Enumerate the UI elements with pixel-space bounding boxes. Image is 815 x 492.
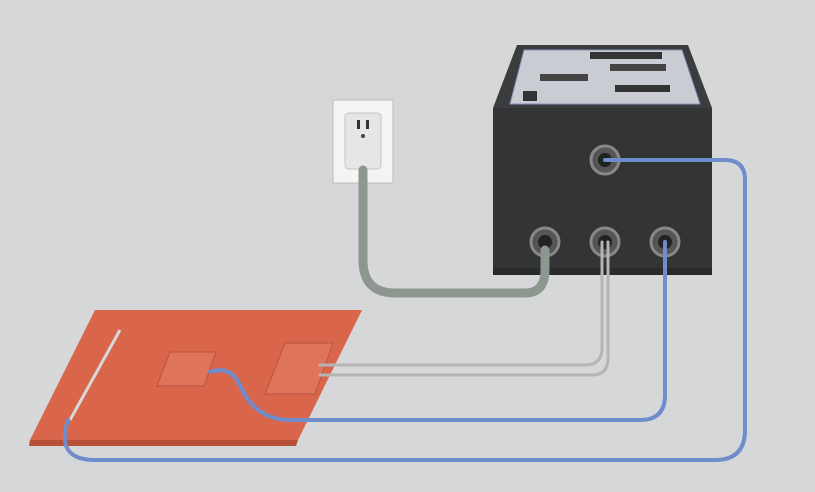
heater-terminal xyxy=(264,342,334,395)
heater-lead-1 xyxy=(318,240,604,367)
sensor-cable-1 xyxy=(208,240,667,422)
heater-lead-2 xyxy=(318,240,610,377)
probe xyxy=(68,329,122,421)
power-cable xyxy=(358,165,550,298)
digit-display xyxy=(610,64,666,71)
heater-pad xyxy=(29,310,362,446)
display xyxy=(590,52,662,59)
power-switch[interactable] xyxy=(523,91,537,101)
sensor-pad xyxy=(156,351,217,387)
sensor-cable-2 xyxy=(62,158,747,462)
